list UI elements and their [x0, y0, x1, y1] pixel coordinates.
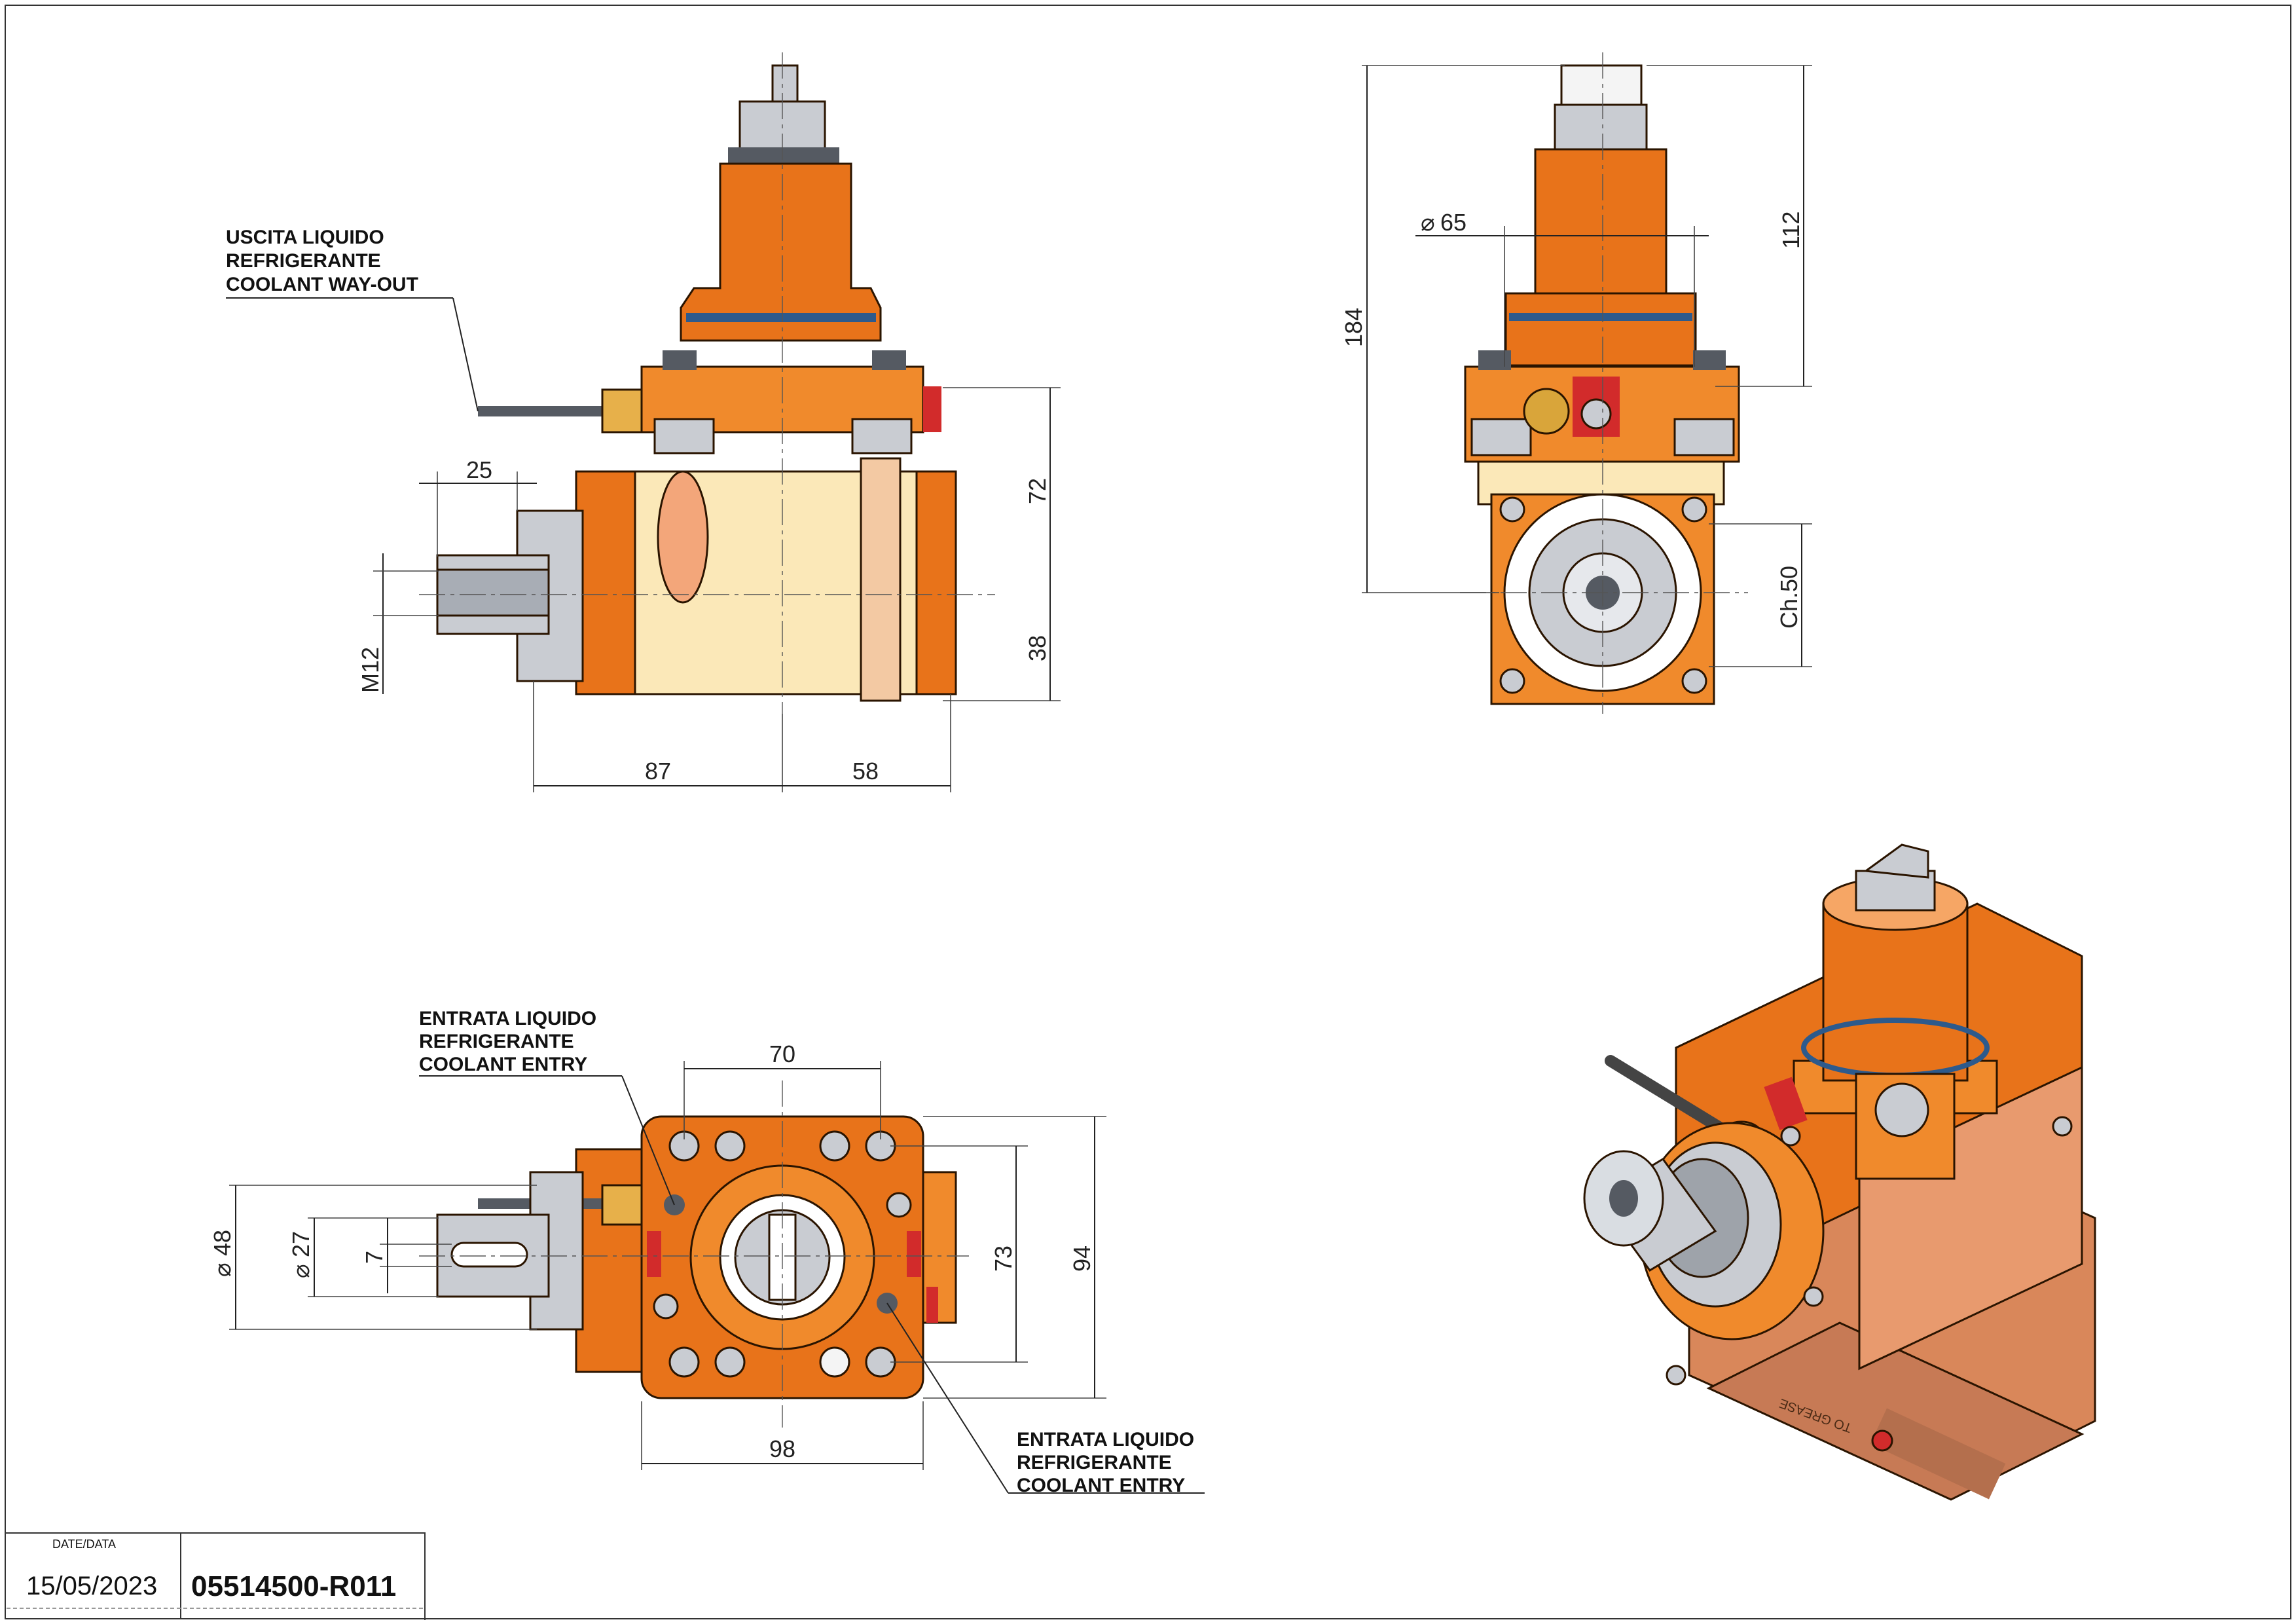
- dim-front-ch50: Ch.50: [1776, 566, 1802, 629]
- bottom-screw-7: [819, 1346, 850, 1378]
- front-upper-housing: [1534, 148, 1667, 295]
- title-block-date: 15/05/2023: [26, 1572, 158, 1600]
- callout-outlet-1: USCITA LIQUIDO: [226, 227, 384, 248]
- side-spindle-tip: [771, 64, 799, 106]
- bottom-output-slot: [450, 1242, 528, 1268]
- side-body-right-orange: [915, 470, 957, 695]
- dim-front-65: 65: [1440, 209, 1467, 236]
- dim-side-72: 72: [1024, 478, 1051, 504]
- iso-clamp-screw: [1874, 1082, 1929, 1137]
- side-upper-housing: [680, 162, 882, 342]
- callout-entry-left-3: COOLANT ENTRY: [419, 1054, 587, 1075]
- front-face-screw-tl: [1499, 496, 1525, 523]
- bottom-red-plug-l: [647, 1231, 661, 1277]
- title-block-drawing-code: 05514500-R011: [191, 1570, 397, 1602]
- callout-entry-left-2: REFRIGERANTE: [419, 1031, 574, 1052]
- side-coolant-channel: [860, 457, 902, 702]
- front-face-screw-br: [1681, 668, 1707, 694]
- dim-bottom-73: 73: [990, 1246, 1017, 1272]
- side-bolt-head-r: [851, 418, 913, 454]
- isometric-view: TO GREASE: [1583, 843, 2096, 1501]
- dim-front-112: 112: [1777, 212, 1804, 249]
- dim-bottom-94: 94: [1068, 1246, 1095, 1272]
- dim-bottom-27: 27: [287, 1231, 314, 1257]
- iso-output-shaft-bore: [1609, 1180, 1638, 1217]
- title-block-date-label: DATE/DATA: [52, 1538, 117, 1551]
- front-spindle-tip: [1560, 64, 1643, 109]
- callout-entry-left-1: ENTRATA LIQUIDO: [419, 1008, 596, 1029]
- dim-bottom-98: 98: [769, 1435, 795, 1462]
- side-seal-ring: [686, 313, 876, 322]
- title-block-divider: [180, 1532, 181, 1619]
- bottom-coolant-fitting: [601, 1184, 643, 1226]
- dim-bottom-70: 70: [769, 1041, 795, 1067]
- dim-side-87: 87: [645, 758, 671, 784]
- dim-bottom-7: 7: [361, 1251, 388, 1264]
- iso-right-face: [1858, 1065, 2083, 1371]
- front-bolt-l: [1478, 350, 1511, 370]
- sheet-border: [5, 5, 2291, 1619]
- front-bolt-r: [1693, 350, 1726, 370]
- bottom-screw-6: [714, 1346, 746, 1378]
- iso-coolant-tube: [1605, 1055, 1734, 1139]
- bottom-screw-3: [819, 1130, 850, 1162]
- iso-grease-nipple: [1871, 1430, 1893, 1452]
- front-view: 184 112 ⌀ 65 Ch.50: [1340, 52, 1812, 714]
- callout-outlet-2: REFRIGERANTE: [226, 250, 381, 272]
- iso-screw-c: [1803, 1286, 1824, 1307]
- title-block-dashed-line: [7, 1608, 423, 1609]
- side-body-left-orange: [575, 470, 636, 695]
- side-bolt-right: [872, 350, 906, 370]
- dim-side-m12: M12: [357, 647, 384, 693]
- front-upper-flange: [1504, 292, 1697, 367]
- callout-entry-right-2: REFRIGERANTE: [1017, 1452, 1172, 1473]
- front-face-screw-bl: [1499, 668, 1525, 694]
- bottom-red-plug-r: [907, 1231, 921, 1277]
- dim-side-38: 38: [1024, 635, 1051, 661]
- front-brass-fitting: [1523, 388, 1570, 435]
- side-red-plug: [923, 386, 941, 432]
- side-view: 25 M12 72 38 87 58 USCITA LIQUIDO REFRIG…: [226, 52, 1061, 792]
- dim-front-65-symbol: ⌀: [1421, 209, 1435, 236]
- iso-screw-d: [2052, 1116, 2073, 1137]
- bottom-side-body: [575, 1148, 643, 1373]
- front-seal-ring: [1509, 313, 1692, 321]
- dim-bottom-27-symbol: ⌀: [287, 1264, 314, 1278]
- bottom-red-plug-far: [926, 1287, 938, 1323]
- iso-upper-cylinder: [1822, 902, 1969, 1082]
- side-spindle-ring: [728, 147, 839, 164]
- iso-screw-a: [1780, 1126, 1801, 1147]
- callout-entry-right-3: COOLANT ENTRY: [1017, 1475, 1185, 1496]
- dim-side-58: 58: [852, 758, 879, 784]
- callout-outlet-3: COOLANT WAY-OUT: [226, 274, 418, 295]
- side-bolt-head-l: [653, 418, 715, 454]
- side-coolant-fitting: [601, 388, 643, 434]
- front-bolt-head-r: [1673, 418, 1735, 456]
- title-block: [5, 1532, 426, 1620]
- iso-screw-b: [1666, 1365, 1686, 1386]
- front-red-plug-screw: [1580, 398, 1612, 430]
- bottom-hex-l: [653, 1293, 679, 1320]
- front-spindle-collar: [1554, 103, 1648, 152]
- callout-entry-right-1: ENTRATA LIQUIDO: [1017, 1429, 1194, 1450]
- bottom-view: 70 94 73 98 ⌀ 48 ⌀ 27 7 ENTRATA LIQUIDO …: [209, 1008, 1205, 1496]
- bottom-screw-5: [668, 1346, 700, 1378]
- dim-front-184: 184: [1340, 308, 1367, 347]
- dim-bottom-48-symbol: ⌀: [209, 1263, 236, 1277]
- bottom-screw-2: [714, 1130, 746, 1162]
- front-face-screw-tr: [1681, 496, 1707, 523]
- dim-side-25: 25: [466, 456, 492, 483]
- iso-red-plug: [1764, 1077, 1808, 1130]
- side-coolant-tube: [478, 406, 635, 416]
- side-pin: [657, 470, 709, 604]
- iso-spindle-tip: [1863, 843, 1929, 879]
- dim-bottom-48: 48: [209, 1230, 236, 1256]
- front-bolt-head-l: [1470, 418, 1532, 456]
- side-bolt-left: [663, 350, 697, 370]
- bottom-hex-r: [886, 1192, 912, 1218]
- iso-base-top: [1706, 1321, 2085, 1501]
- side-output-nose: [436, 568, 550, 617]
- iso-grease-plate: [1870, 1408, 2006, 1500]
